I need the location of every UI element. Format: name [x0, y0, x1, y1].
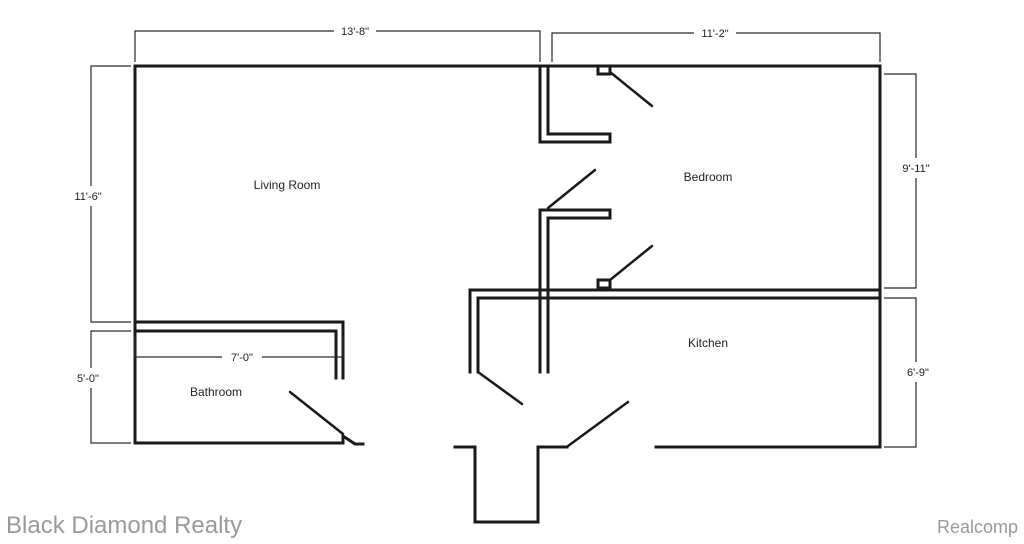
- bath-width-label: 7'-0": [231, 352, 253, 364]
- dim-line-living-width-left: [134, 30, 334, 62]
- doors: [288, 70, 654, 448]
- dim-line-bath-width-left: [134, 336, 222, 358]
- bedroom-lower-door-swing: [608, 244, 654, 282]
- brand-watermark: Black Diamond Realty: [6, 512, 243, 539]
- dim-line-bedroom-height-bottom: [884, 178, 917, 289]
- dim-line-bedroom-width-left: [551, 32, 694, 62]
- bedroom-label: Bedroom: [684, 170, 733, 184]
- door-jamb-top: [596, 64, 612, 76]
- bedroom-closet-wall: [538, 64, 612, 144]
- bedroom-width-label: 11'-2": [701, 28, 728, 40]
- dim-line-bath-height-bottom: [90, 388, 131, 444]
- bathroom-label: Bathroom: [190, 385, 242, 399]
- source-watermark: Realcomp: [936, 517, 1018, 537]
- bedroom-height-label: 9'-11": [902, 163, 929, 175]
- bath-wall-top: [133, 320, 345, 380]
- dim-line-kitchen-height-bottom: [884, 382, 917, 448]
- dimension-lines: [90, 30, 917, 448]
- door-jamb-bottom: [596, 278, 612, 290]
- dim-line-bedroom-width-right: [736, 32, 881, 62]
- dim-line-living-width-right: [376, 30, 541, 62]
- entry-alcove: [453, 445, 569, 524]
- dim-line-living-height-top: [90, 65, 131, 186]
- bathroom-door-swing: [288, 390, 345, 436]
- bath-wall-bottom: [133, 329, 338, 380]
- interior-walls: [133, 64, 882, 380]
- dim-line-living-height-bottom: [90, 206, 131, 323]
- living-height-label: 11'-6": [74, 191, 101, 203]
- outer-walls: [133, 64, 882, 524]
- bedroom-door-swing: [608, 70, 654, 108]
- bedroom-lower-closet-wall: [538, 208, 612, 374]
- dim-line-bath-height-top: [90, 330, 131, 368]
- closet-door-swing: [546, 168, 597, 210]
- living-width-label: 13'-8": [341, 26, 369, 38]
- outer-wall-left-top-right: [133, 64, 882, 449]
- kitchen-label: Kitchen: [688, 336, 728, 350]
- front-wall-left: [133, 433, 365, 446]
- bedroom-kitchen-wall: [468, 288, 882, 374]
- bath-height-label: 5'-0": [77, 373, 99, 385]
- dim-line-bath-width-right: [262, 336, 344, 358]
- dim-line-kitchen-height-top: [884, 297, 917, 362]
- entry-door-swing: [566, 400, 630, 448]
- living-room-label: Living Room: [254, 178, 321, 192]
- kitchen-height-label: 6'-9": [907, 367, 929, 379]
- dim-line-bedroom-height-top: [884, 73, 917, 158]
- hall-door-swing: [476, 370, 524, 406]
- hall-wall: [476, 296, 882, 374]
